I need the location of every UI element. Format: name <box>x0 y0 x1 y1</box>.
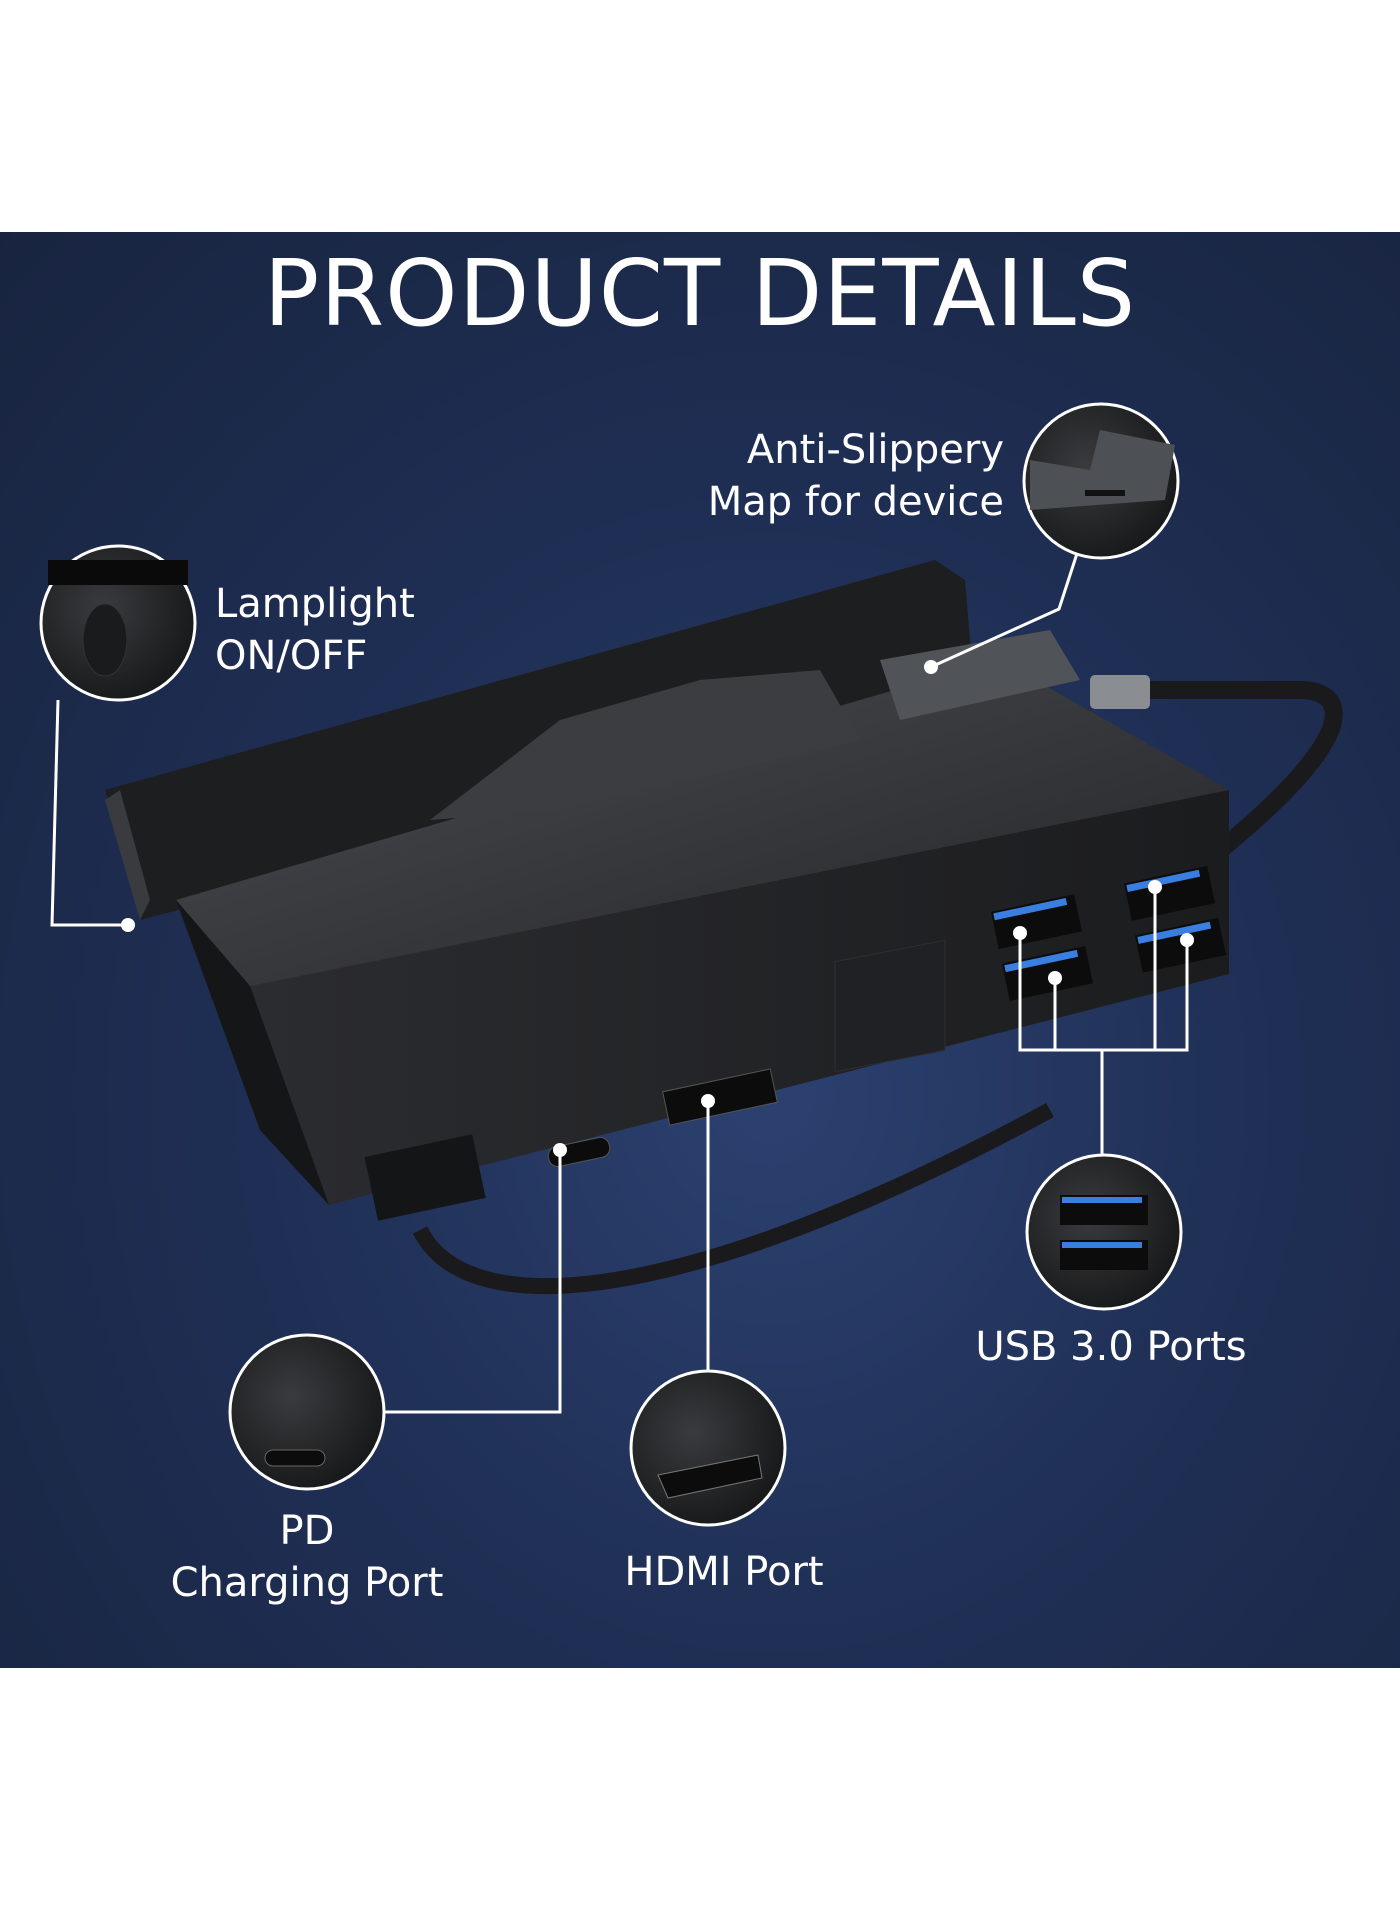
usb-c-port-closeup-icon <box>228 1333 386 1491</box>
anti-slippery-line1: Anti-Slippery <box>746 427 1004 473</box>
hdmi-port-closeup-icon <box>629 1369 787 1527</box>
anti-slippery-line2: Map for device <box>707 479 1004 525</box>
dock-body <box>105 560 1343 1295</box>
lamp-switch-closeup-icon <box>39 544 197 702</box>
anti-slippery-label: Anti-Slippery Map for device <box>620 424 1004 528</box>
pd-label: PD Charging Port <box>107 1505 507 1609</box>
usb-ports-closeup-icon <box>1025 1153 1183 1311</box>
hdmi-label: HDMI Port <box>624 1549 824 1595</box>
pd-line2: Charging Port <box>170 1560 444 1606</box>
page-title: PRODUCT DETAILS <box>263 240 1137 347</box>
pd-line1: PD <box>279 1508 335 1554</box>
usb-ports <box>990 865 1227 1001</box>
usb-label: USB 3.0 Ports <box>975 1324 1247 1370</box>
callout-lines <box>50 534 1189 1414</box>
anti-slip-pad-closeup-icon <box>1022 402 1180 560</box>
lamplight-line1: Lamplight <box>215 581 415 627</box>
lamplight-line2: ON/OFF <box>215 633 368 679</box>
lamplight-label: Lamplight ON/OFF <box>215 578 415 682</box>
